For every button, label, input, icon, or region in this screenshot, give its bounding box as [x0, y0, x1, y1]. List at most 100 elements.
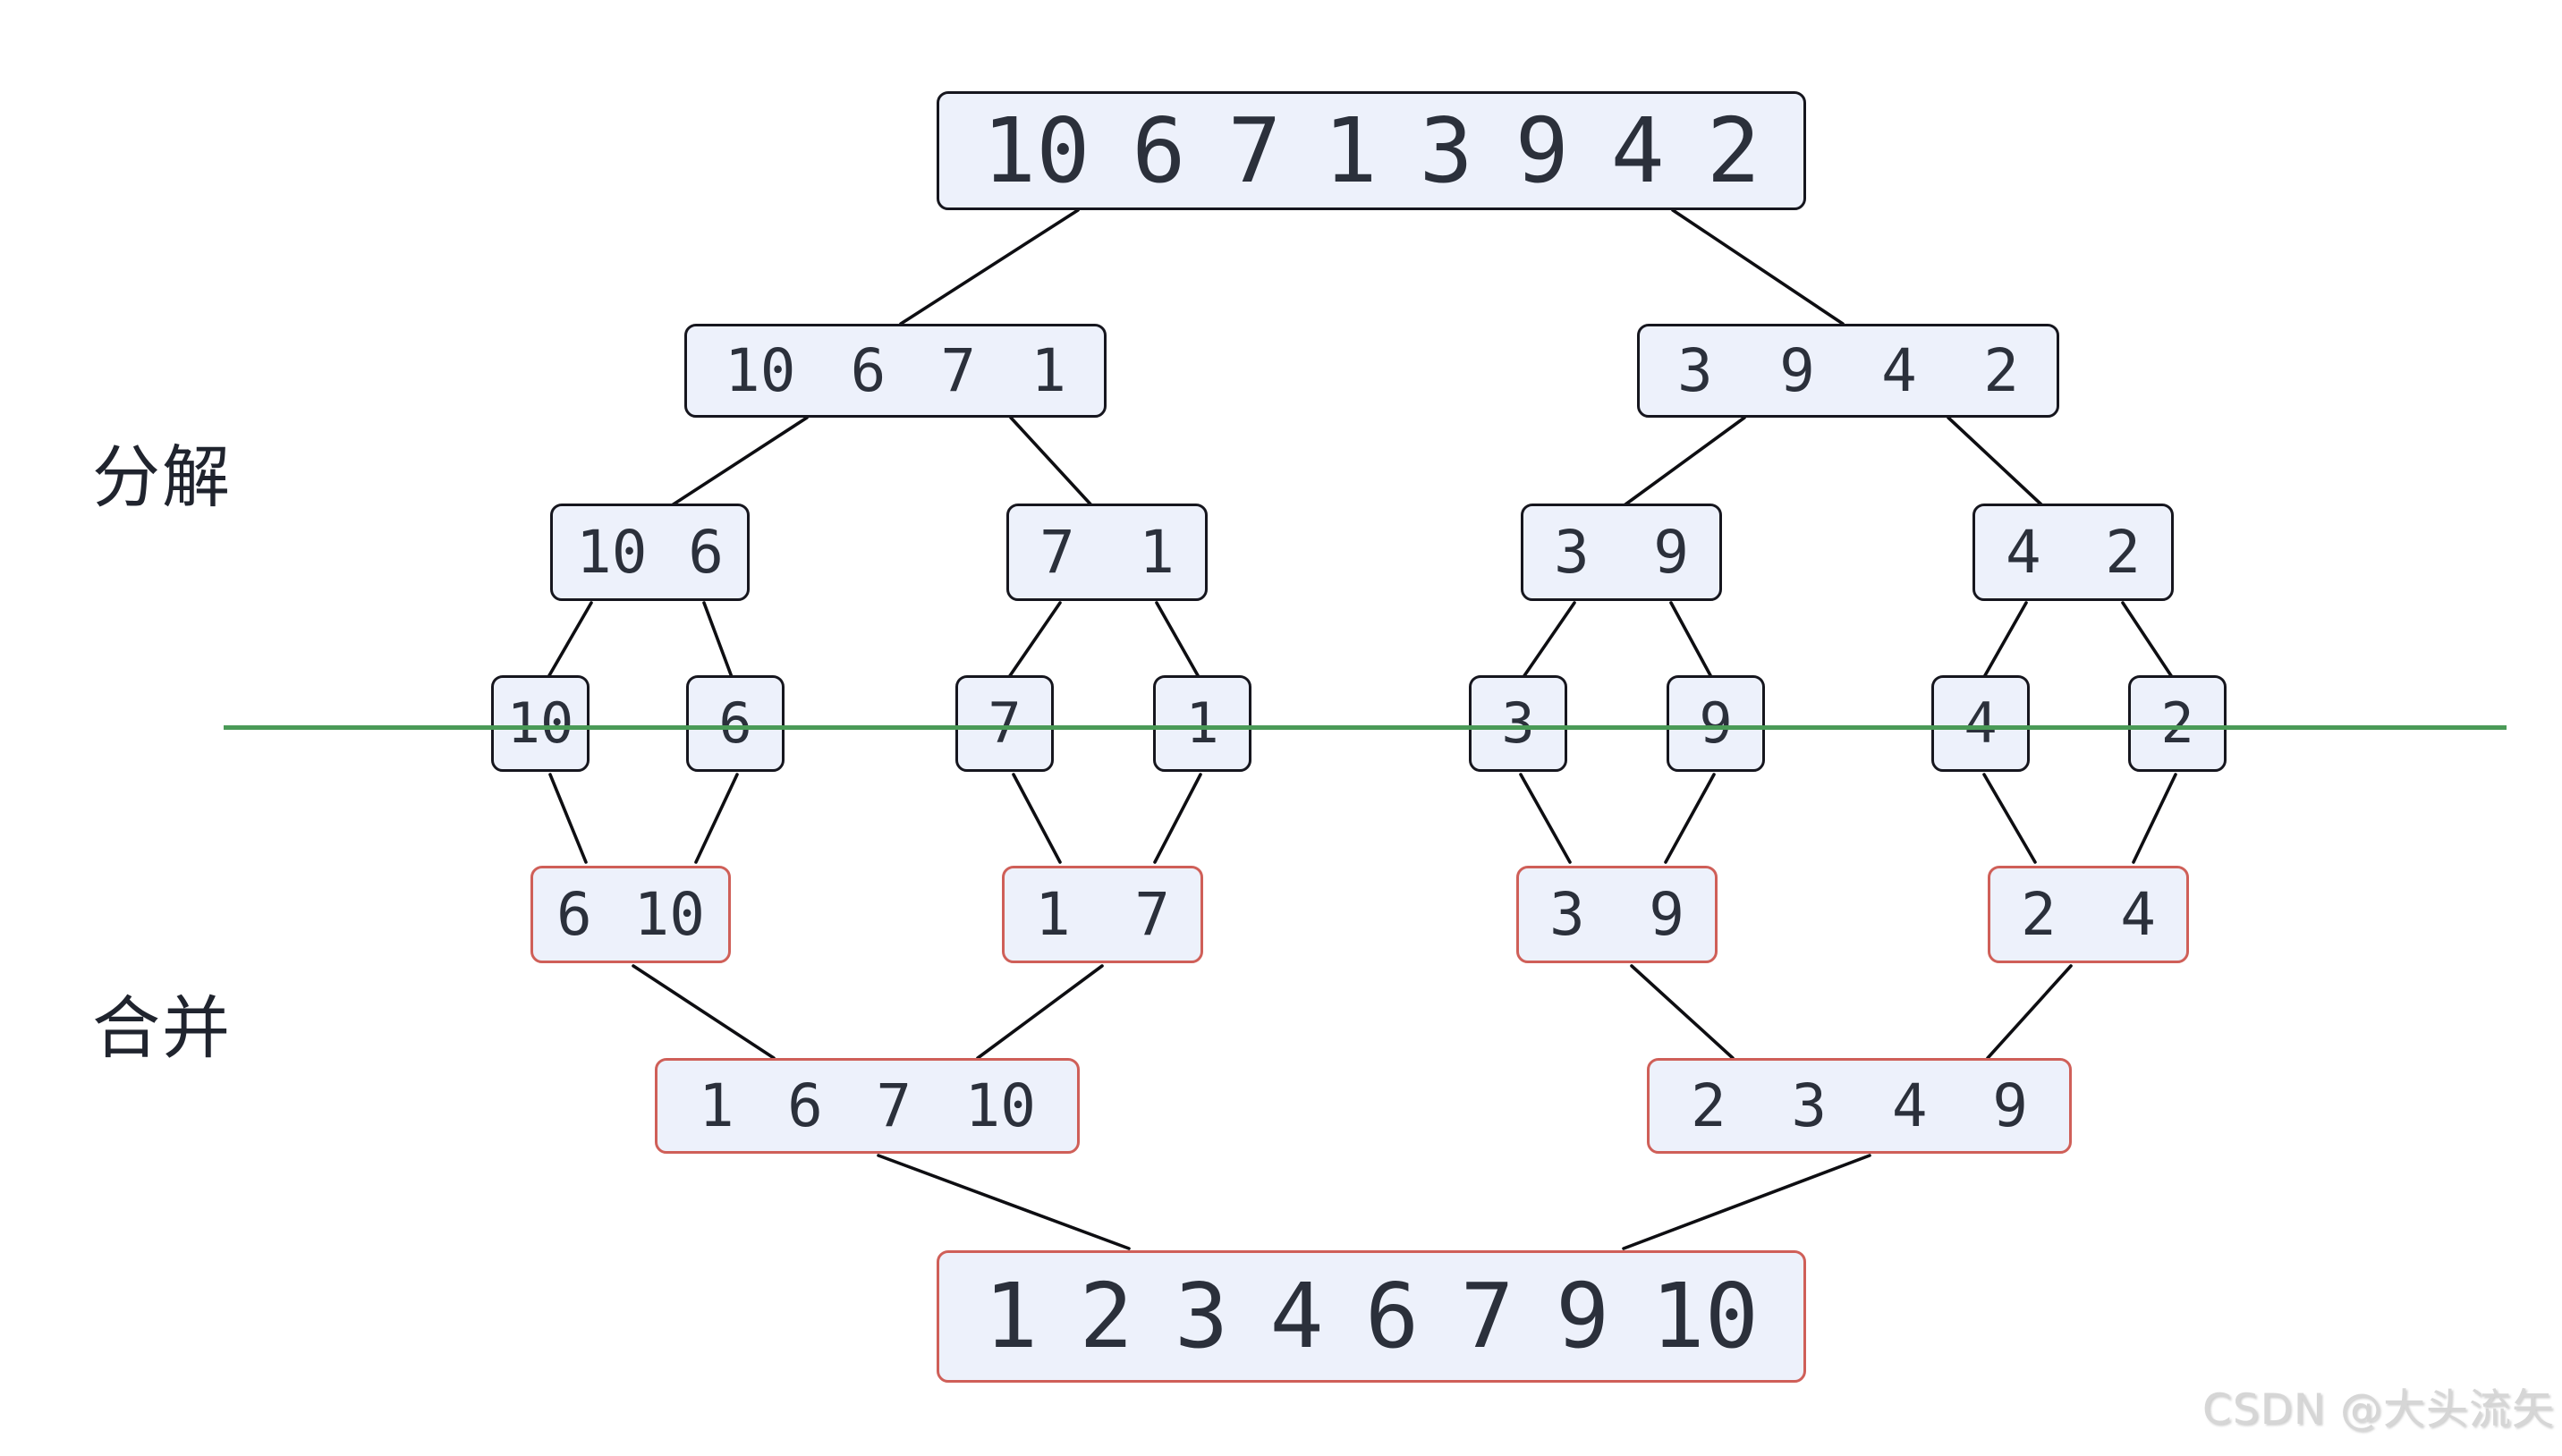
array-value: 4 — [1269, 1264, 1324, 1368]
connector-line — [1012, 773, 1062, 864]
array-value: 6 — [1132, 97, 1186, 203]
array-value: 1 — [699, 1071, 734, 1140]
connector-line — [547, 601, 593, 679]
array-value: 1 — [1323, 97, 1378, 203]
array-value: 10 — [576, 517, 648, 587]
array-value: 9 — [1514, 97, 1569, 203]
merge-result-box: 1 2 3 4 6 7 9 10 — [937, 1250, 1806, 1383]
single-box-4: 4 — [1931, 675, 2030, 772]
array-value: 10 — [1650, 1264, 1759, 1368]
array-value: 7 — [940, 335, 977, 405]
array-value: 10 — [964, 1071, 1036, 1140]
split-box-4-2: 4 2 — [1972, 504, 2174, 601]
array-value: 1 — [1185, 690, 1219, 756]
split-root-box: 10 6 7 1 3 9 4 2 — [937, 91, 1806, 210]
connector-line — [1947, 416, 2046, 509]
connector-line — [548, 773, 588, 864]
connector-line — [1630, 964, 1735, 1060]
array-value: 9 — [1699, 690, 1733, 756]
array-value: 3 — [1549, 879, 1585, 949]
array-value: 1 — [1139, 517, 1175, 587]
connector-line — [976, 964, 1104, 1060]
merge-label: 合并 — [92, 988, 232, 1068]
array-value: 4 — [1891, 1071, 1928, 1140]
array-value: 2 — [2021, 879, 2057, 949]
array-value: 2 — [2105, 517, 2141, 587]
single-box-3: 3 — [1469, 675, 1567, 772]
array-value: 4 — [1964, 690, 1998, 756]
array-value: 7 — [876, 1071, 912, 1140]
array-value: 9 — [1653, 517, 1689, 587]
array-value: 9 — [1556, 1264, 1610, 1368]
array-value: 6 — [556, 879, 592, 949]
decompose-label: 分解 — [92, 437, 232, 517]
connector-line — [667, 416, 809, 509]
connector-line — [1155, 601, 1200, 679]
array-value: 7 — [1134, 879, 1170, 949]
connector-line — [899, 208, 1080, 326]
single-box-1: 1 — [1153, 675, 1251, 772]
array-value: 1 — [1031, 335, 1066, 405]
array-value: 4 — [1610, 97, 1665, 203]
array-value: 10 — [633, 879, 705, 949]
connector-line — [1519, 773, 1572, 864]
array-value: 2 — [1706, 97, 1760, 203]
array-value: 6 — [688, 517, 724, 587]
split-box-3-9-4-2: 3 9 4 2 — [1637, 324, 2059, 418]
split-merge-boundary-line — [224, 725, 2507, 730]
array-value: 4 — [1881, 335, 1917, 405]
split-box-3-9: 3 9 — [1521, 504, 1722, 601]
array-value: 10 — [506, 690, 574, 756]
connector-line — [1007, 601, 1062, 679]
connector-line — [1671, 208, 1845, 326]
array-value: 3 — [1501, 690, 1535, 756]
merge-box-2-3-4-9: 2 3 4 9 — [1647, 1058, 2072, 1154]
array-value: 1 — [984, 1264, 1039, 1368]
merge-box-1-7: 1 7 — [1002, 866, 1203, 963]
array-value: 7 — [1039, 517, 1075, 587]
single-box-9: 9 — [1667, 675, 1765, 772]
array-value: 1 — [1035, 879, 1071, 949]
single-box-6: 6 — [686, 675, 785, 772]
split-box-7-1: 7 1 — [1006, 504, 1208, 601]
connector-line — [1620, 416, 1746, 509]
single-box-10: 10 — [491, 675, 590, 772]
merge-box-1-6-7-10: 1 6 7 10 — [655, 1058, 1080, 1154]
array-value: 10 — [982, 97, 1090, 203]
array-value: 3 — [1419, 97, 1473, 203]
array-value: 9 — [1992, 1071, 2028, 1140]
connector-line — [694, 773, 739, 864]
connector-line — [877, 1154, 1131, 1250]
array-value: 6 — [787, 1071, 823, 1140]
array-value: 7 — [1227, 97, 1282, 203]
array-value: 3 — [1175, 1264, 1229, 1368]
array-value: 10 — [725, 335, 796, 405]
split-box-10-6: 10 6 — [550, 504, 750, 601]
array-value: 2 — [1691, 1071, 1726, 1140]
array-value: 4 — [2120, 879, 2156, 949]
connector-line — [702, 601, 734, 679]
array-value: 3 — [1677, 335, 1713, 405]
connector-line — [1986, 964, 2073, 1060]
array-value: 3 — [1791, 1071, 1828, 1140]
connector-line — [1982, 601, 2028, 679]
array-value: 6 — [850, 335, 887, 405]
connector-line — [2132, 773, 2177, 864]
split-box-10-6-7-1: 10 6 7 1 — [684, 324, 1107, 418]
array-value: 2 — [2160, 690, 2194, 756]
array-value: 3 — [1554, 517, 1590, 587]
single-box-7: 7 — [955, 675, 1054, 772]
array-value: 2 — [1983, 335, 2019, 405]
csdn-watermark: CSDN @大头流矢 — [2202, 1385, 2555, 1435]
connector-line — [1153, 773, 1202, 864]
array-value: 4 — [2006, 517, 2041, 587]
connector-line — [1664, 773, 1716, 864]
connector-line — [1622, 1154, 1871, 1250]
array-value: 9 — [1779, 335, 1815, 405]
connector-line — [1982, 773, 2037, 864]
array-value: 7 — [1460, 1264, 1514, 1368]
connector-line — [1522, 601, 1576, 679]
array-value: 6 — [1365, 1264, 1420, 1368]
merge-box-3-9: 3 9 — [1516, 866, 1718, 963]
